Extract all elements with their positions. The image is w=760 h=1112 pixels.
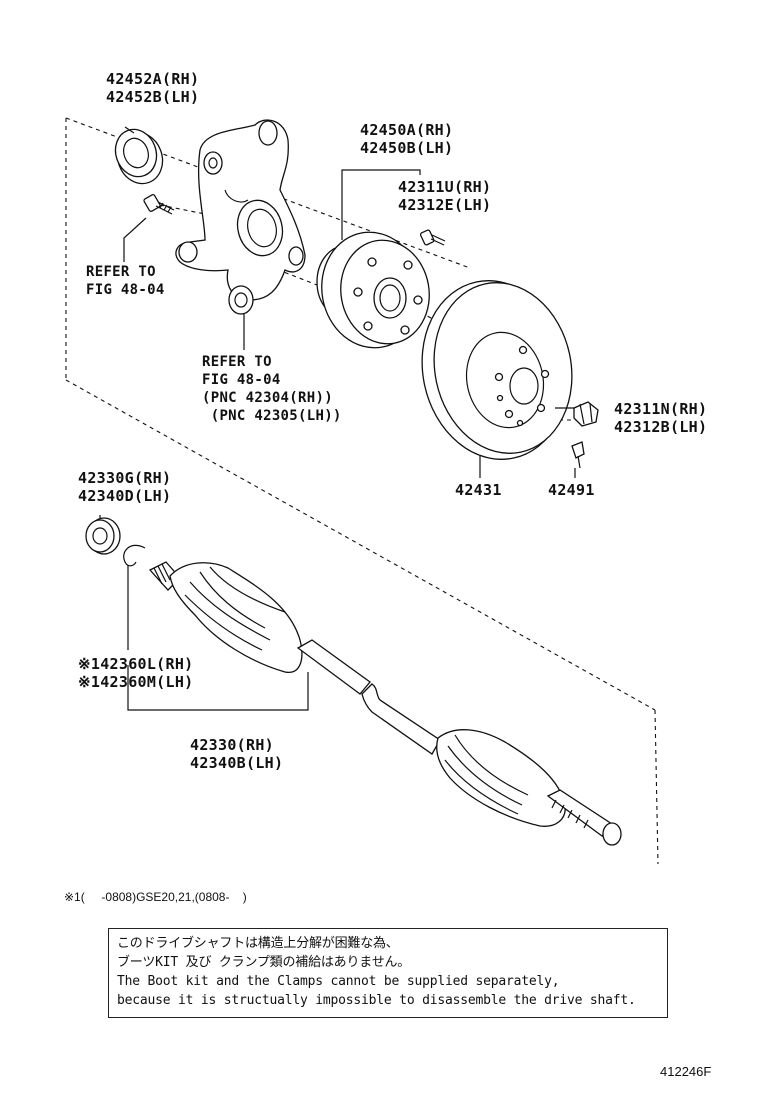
- dust-seal-part-number: 42330G(RH)42340D(LH): [78, 469, 171, 505]
- drive-shaft-lh: 42340B(LH): [190, 754, 284, 772]
- disc-screw-part-number: 42491: [548, 481, 595, 499]
- snap-ring-rh: ※142360L(RH): [78, 655, 194, 673]
- drive-shaft-rh: 42330(RH): [190, 736, 274, 754]
- snap-ring-icon: [123, 544, 146, 567]
- hub-nut-rh: 42311N(RH): [614, 400, 708, 418]
- drive-shaft-icon: [148, 561, 622, 846]
- hub-bolt-lh: 42312E(LH): [398, 196, 492, 214]
- hub-bearing-icon: [316, 231, 430, 349]
- knuckle-icon: [175, 119, 306, 315]
- hub-bolt-rh: 42311U(RH): [398, 178, 492, 196]
- bearing-cap-part-number: 42452A(RH)42452B(LH): [106, 70, 199, 106]
- refer-fig-bolt-note: REFER TO FIG 48-04: [86, 263, 165, 299]
- pnc-lh-text: (PNC 42305(LH)): [202, 408, 342, 424]
- refer-fig-knuckle-note: REFER TO FIG 48-04 (PNC 42304(RH)) (PNC 42…: [202, 353, 342, 425]
- refer-to-text: REFER TO: [86, 264, 156, 280]
- hub-nut-lh: 42312B(LH): [614, 418, 708, 436]
- dust-seal-lh: 42340D(LH): [78, 487, 172, 505]
- bolt-icon: [143, 194, 175, 215]
- figure-id: 412246F: [660, 1064, 712, 1079]
- disc-part-number: 42431: [455, 481, 502, 499]
- notice-line-en-1: The Boot kit and the Clamps cannot be su…: [117, 974, 560, 989]
- nut-icon: [573, 401, 599, 427]
- notice-line-en-2: because it is structually impossible to …: [117, 993, 636, 1008]
- brake-disc-icon: [421, 280, 573, 460]
- leader-lines: [99, 169, 576, 711]
- bearing-cap-rh: 42452A(RH): [106, 70, 200, 88]
- dust-seal-icon: [85, 517, 121, 555]
- hub-nut-part-number: 42311N(RH)42312B(LH): [614, 400, 707, 436]
- fig-ref-text: FIG 48-04: [202, 372, 281, 388]
- bearing-cap-icon: [114, 126, 164, 185]
- hub-assy-lh: 42450B(LH): [360, 139, 454, 157]
- hub-bolt-part-number: 42311U(RH)42312E(LH): [398, 178, 491, 214]
- pnc-rh-text: (PNC 42304(RH)): [202, 390, 333, 406]
- notice-line-jp-1: このドライブシャフトは構造上分解が困難な為、: [117, 936, 399, 951]
- notice-box: このドライブシャフトは構造上分解が困難な為、 ブーツKIT 及び クランプ類の補…: [108, 928, 668, 1018]
- snap-ring-lh: ※142360M(LH): [78, 673, 194, 691]
- disc-screw-icon: [571, 441, 585, 469]
- hub-assy-rh: 42450A(RH): [360, 121, 454, 139]
- hub-bolt-icon: [419, 229, 446, 246]
- dust-seal-rh: 42330G(RH): [78, 469, 172, 487]
- snap-ring-part-number: ※142360L(RH)※142360M(LH): [78, 655, 194, 691]
- notice-line-jp-2: ブーツKIT 及び クランプ類の補給はありません。: [117, 955, 411, 970]
- refer-to-text: REFER TO: [202, 354, 272, 370]
- applicability-footnote: ※1( -0808)GSE20,21,(0808- ): [64, 890, 247, 904]
- drive-shaft-part-number: 42330(RH)42340B(LH): [190, 736, 283, 772]
- fig-ref-text: FIG 48-04: [86, 282, 165, 298]
- hub-assy-part-number: 42450A(RH)42450B(LH): [360, 121, 453, 157]
- bearing-cap-lh: 42452B(LH): [106, 88, 200, 106]
